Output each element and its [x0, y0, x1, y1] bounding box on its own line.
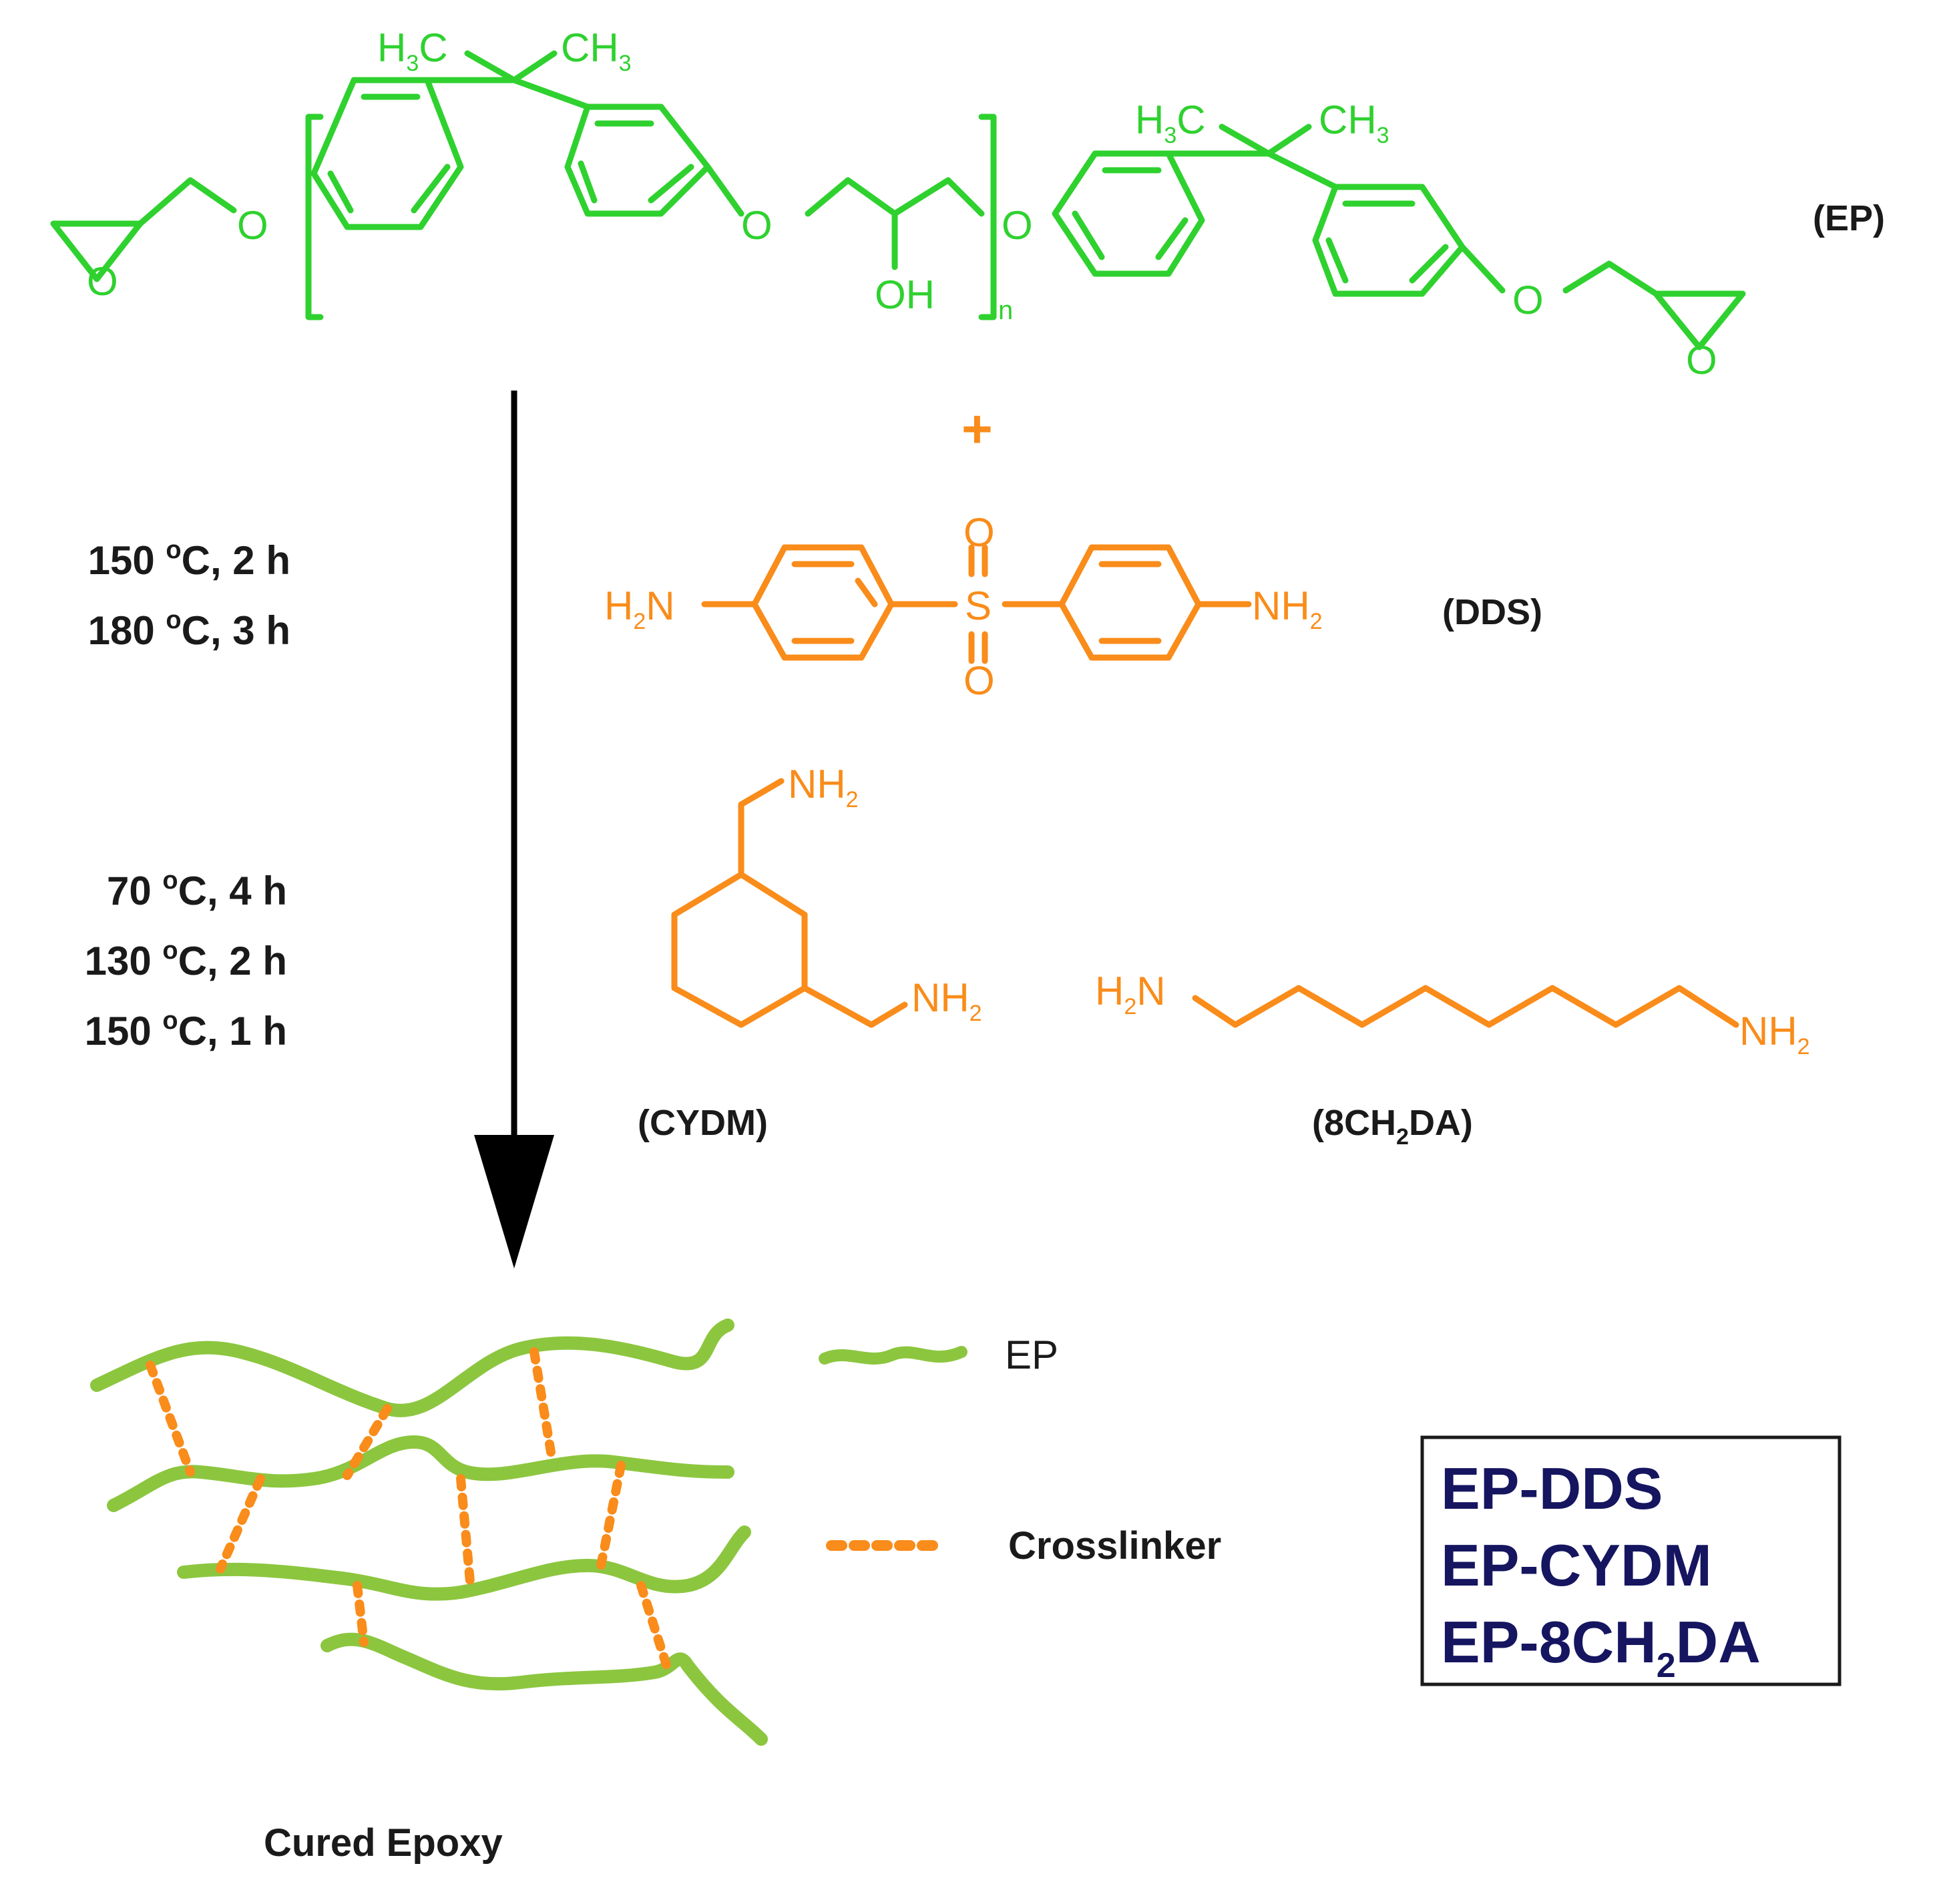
polymer-chain: [107, 1435, 734, 1512]
cyclohexane-ring: [671, 871, 808, 1028]
polymer-chain: [177, 1525, 751, 1601]
repeat-index: n: [998, 296, 1013, 325]
alkyl-chain: [1192, 985, 1739, 1028]
polymer-chain: [320, 1632, 768, 1746]
benzene-ring-3: [1052, 150, 1205, 277]
amine-group: NH2: [788, 762, 859, 812]
sulfonyl-oxygen: O: [963, 510, 995, 555]
epoxide-oxygen: O: [1686, 338, 1717, 383]
amine-group: H2N: [1095, 969, 1166, 1019]
ring-inner-bond: [791, 561, 878, 644]
crosslink: [353, 1581, 369, 1647]
legend-ep-label: EP: [1005, 1333, 1058, 1377]
crosslinker-atom-labels: + H2N S O O NH2 NH2 NH2 H2N NH2: [604, 399, 1810, 1059]
ring-inner-bond: [327, 93, 451, 214]
plus-sign: +: [961, 399, 993, 459]
legend-ep-swatch: [819, 1346, 968, 1365]
ether-oxygen: O: [1002, 203, 1033, 248]
crosslink: [529, 1347, 556, 1457]
network-chains: [90, 1319, 768, 1746]
ring-inner-bond: [1325, 200, 1449, 284]
bond: [424, 50, 591, 110]
sample-list: EP-DDS EP-CYDM EP-8CH2DA: [1441, 1455, 1761, 1685]
legend: [819, 1346, 968, 1551]
cydm-structure: [671, 778, 908, 1028]
dds-structure: [701, 544, 1252, 664]
amine-group: NH2: [911, 975, 982, 1026]
compound-names: (EP) (DDS) (CYDM) (8CH2DA): [638, 198, 1885, 1150]
legend-crosslinker-label: Crosslinker: [1008, 1524, 1221, 1568]
polymer-chain: [90, 1319, 734, 1417]
bond: [801, 985, 908, 1028]
bond: [1165, 124, 1339, 190]
reaction-arrow: [474, 391, 554, 1268]
cure-step: 180 oC, 3 h: [88, 606, 290, 653]
cure-step: 150 oC, 2 h: [88, 536, 290, 583]
epoxide-ring-left: [50, 220, 144, 282]
repeat-bracket-left: [305, 113, 324, 320]
arrow-head: [474, 1135, 554, 1268]
bond: [137, 177, 237, 227]
sample-ep-cydm: EP-CYDM: [1441, 1532, 1712, 1598]
cure-step: 130 oC, 2 h: [85, 937, 287, 983]
network-crosslinks: [146, 1347, 672, 1674]
sulfur-atom: S: [965, 583, 992, 628]
cured-epoxy-network: [90, 1319, 768, 1746]
methyl-group: CH3: [1319, 97, 1389, 148]
methyl-group: CH3: [561, 25, 632, 76]
octanediamine-name: (8CH2DA): [1312, 1103, 1473, 1150]
benzene-ring-1: [310, 77, 464, 230]
network-caption: Cured Epoxy: [264, 1821, 503, 1865]
bond: [1459, 244, 1506, 294]
amine-group: NH2: [1252, 583, 1323, 634]
ring-inner-bond: [1072, 167, 1189, 260]
bond: [704, 164, 744, 217]
crosslink: [146, 1361, 195, 1477]
methyl-group: H3C: [377, 25, 448, 76]
sample-list-box: [1420, 1435, 1842, 1686]
methyl-group: H3C: [1135, 97, 1206, 148]
ep-atom-labels: H3C CH3 O O O OH n O H3C CH3 O O: [87, 25, 1717, 383]
benzene-ring-2: [564, 103, 711, 217]
sample-ep-8ch2da: EP-8CH2DA: [1441, 1609, 1761, 1685]
ring-inner-bond: [1098, 561, 1162, 644]
crosslink: [636, 1581, 672, 1674]
sulfonyl-oxygen: O: [963, 658, 995, 703]
repeat-bracket-right: [978, 113, 997, 320]
crosslink: [596, 1461, 626, 1570]
octanediamine-structure: [1192, 985, 1739, 1028]
ether-oxygen: O: [741, 203, 773, 248]
hydroxyl-group: OH: [875, 272, 935, 317]
bond: [738, 778, 785, 878]
crosslink: [216, 1474, 265, 1574]
crosslink: [456, 1474, 475, 1594]
epoxide-ring-right: [1653, 290, 1746, 350]
ether-oxygen: O: [87, 259, 118, 304]
cure-step: 70 oC, 4 h: [107, 867, 287, 913]
sample-ep-dds: EP-DDS: [1441, 1455, 1663, 1521]
bond: [1562, 260, 1659, 297]
ether-oxygen: O: [237, 203, 268, 248]
cure-conditions: 150 oC, 2 h 180 oC, 3 h 70 oC, 4 h 130 o…: [85, 536, 290, 1053]
dds-name: (DDS): [1442, 592, 1542, 632]
benzene-ring-4: [1312, 184, 1466, 297]
amine-group: H2N: [604, 583, 675, 634]
bond: [805, 177, 985, 217]
amine-group: NH2: [1739, 1009, 1810, 1059]
ether-oxygen: O: [1512, 278, 1544, 322]
ep-name: (EP): [1813, 198, 1885, 238]
cure-step: 150 oC, 1 h: [85, 1007, 287, 1053]
sulfonyl-double-bond: [968, 544, 988, 664]
cydm-name: (CYDM): [638, 1103, 768, 1143]
crosslink: [343, 1404, 392, 1480]
ring-inner-bond: [578, 120, 694, 204]
ep-structure: [50, 50, 1746, 350]
